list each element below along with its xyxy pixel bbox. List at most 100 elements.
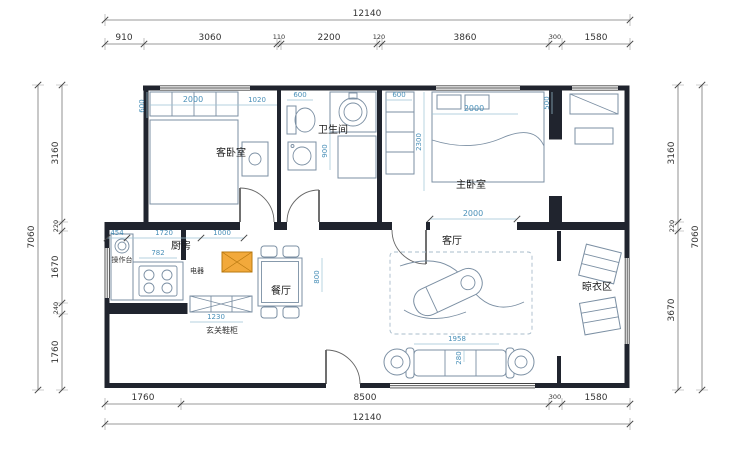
wall-mid xyxy=(517,222,628,230)
entry-area: 1230 玄关鞋柜 xyxy=(189,295,253,335)
dim-label: 3670 xyxy=(667,298,677,321)
wall-kitchen-right xyxy=(181,226,186,260)
window-top-right xyxy=(572,85,618,91)
door-master-bedroom xyxy=(391,229,427,265)
wall-mid xyxy=(105,222,240,230)
washing-machine xyxy=(287,141,317,171)
dim-label: 600 xyxy=(138,99,146,112)
shower-area xyxy=(337,135,377,179)
dim-label: 1000 xyxy=(213,229,231,237)
dim-right-segments: 3160 220 3670 xyxy=(667,81,684,394)
dim-label: 782 xyxy=(151,249,164,257)
lounge-chair xyxy=(413,267,483,317)
door-entry xyxy=(325,349,361,385)
stove xyxy=(138,265,178,297)
dim-label: 3160 xyxy=(667,141,677,164)
dim-label: 2200 xyxy=(318,33,341,43)
label-worktop: 操作台 xyxy=(112,255,133,264)
label-entry-cabinet: 玄关鞋柜 xyxy=(206,325,238,335)
dim-label: 220 xyxy=(52,220,60,232)
wall-master-right xyxy=(549,196,562,222)
master-wardrobe xyxy=(385,91,415,175)
wall-mid xyxy=(274,222,287,230)
dim-label: 1580 xyxy=(585,33,608,43)
wall-kitchen-bottom xyxy=(104,303,188,314)
dim-top-total: 12140 xyxy=(101,9,634,26)
room-label-bathroom: 卫生间 xyxy=(318,123,348,136)
toilet-tank xyxy=(286,105,297,135)
dim-label: 1020 xyxy=(248,96,266,104)
washbasin xyxy=(338,97,368,127)
dim-label: 1670 xyxy=(51,255,61,278)
dim-label: 1760 xyxy=(132,393,155,403)
dim-left-total: 7060 xyxy=(27,81,44,394)
dim-label: 2000 xyxy=(464,104,484,113)
pillow xyxy=(436,94,462,110)
dim-label: 600 xyxy=(392,91,405,99)
dim-label: 900 xyxy=(321,144,329,157)
dim-label: 910 xyxy=(115,33,132,43)
wall-guest-bath xyxy=(277,85,281,222)
room-label-kitchen: 厨房 xyxy=(171,239,191,252)
drying-rack xyxy=(578,296,622,336)
guest-bed-mat xyxy=(149,119,239,205)
room-bathroom: 600 900 卫生间 xyxy=(286,91,377,179)
dim-bottom-total: 12140 xyxy=(101,413,634,430)
window-drying xyxy=(624,258,631,344)
room-label-guest-bedroom: 客卧室 xyxy=(216,146,246,159)
guest-nightstand-detail xyxy=(248,152,262,166)
windows xyxy=(104,85,631,389)
wall-bath-master xyxy=(377,85,382,222)
wall-mid xyxy=(426,222,430,230)
room-dining: 800 餐厅 xyxy=(257,245,323,319)
dim-label: 12140 xyxy=(353,9,382,19)
bath-counter xyxy=(329,91,377,133)
dining-table xyxy=(257,257,303,307)
kitchen-counter-left xyxy=(110,233,134,301)
dim-label: 240 xyxy=(52,302,60,314)
kitchen-sink xyxy=(114,238,130,254)
pillow xyxy=(464,94,490,110)
dining-chair xyxy=(282,306,300,319)
dining-chair xyxy=(282,245,300,258)
dim-label: 1720 xyxy=(155,229,173,237)
window-master xyxy=(436,85,520,91)
dim-label: 600 xyxy=(293,91,306,99)
dim-label: 220 xyxy=(668,220,676,232)
rug xyxy=(389,251,533,335)
dim-label: 800 xyxy=(313,270,321,283)
room-label-living: 客厅 xyxy=(442,234,462,247)
closet-strip xyxy=(569,93,619,145)
dim-left-segments: 3160 220 1670 240 1760 xyxy=(51,81,68,394)
room-master-bedroom: 600 2000 500 2300 主卧室 xyxy=(385,91,553,191)
door-guest-bedroom xyxy=(239,187,275,223)
wall-master-right xyxy=(549,85,562,140)
dim-label: 500 xyxy=(543,96,551,109)
wall-drying-left xyxy=(557,231,561,261)
room-label-master-bedroom: 主卧室 xyxy=(456,178,486,191)
door-bathroom xyxy=(286,189,320,223)
window-guest xyxy=(160,85,250,91)
dining-chair xyxy=(260,306,278,319)
room-kitchen: 454 1720 1000 782 厨房 操作台 电器 xyxy=(103,229,253,301)
dim-label: 8500 xyxy=(354,393,377,403)
dim-label: 7060 xyxy=(27,225,37,248)
dim-label: 120 xyxy=(373,33,385,41)
dim-label: 1760 xyxy=(51,340,61,363)
dim-label: 300 xyxy=(549,393,561,401)
dim-label: 3860 xyxy=(454,33,477,43)
room-guest-bedroom: 2000 1020 600 客卧室 xyxy=(138,91,277,205)
doors xyxy=(239,187,427,385)
dim-label: 2300 xyxy=(415,133,423,151)
dim-label: 2000 xyxy=(183,95,203,104)
dim-label: 7060 xyxy=(691,225,701,248)
rug-pattern xyxy=(403,309,467,319)
guest-nightstand xyxy=(241,141,269,177)
dim-top-segments: 910 3060 110 2200 120 3860 300 1580 xyxy=(101,33,634,50)
room-label-drying: 晾衣区 xyxy=(582,280,612,293)
dim-label: 3160 xyxy=(51,141,61,164)
dim-label: 12140 xyxy=(353,413,382,423)
window-living xyxy=(390,383,535,389)
cabinet xyxy=(574,127,614,145)
window-kitchen xyxy=(104,248,111,298)
